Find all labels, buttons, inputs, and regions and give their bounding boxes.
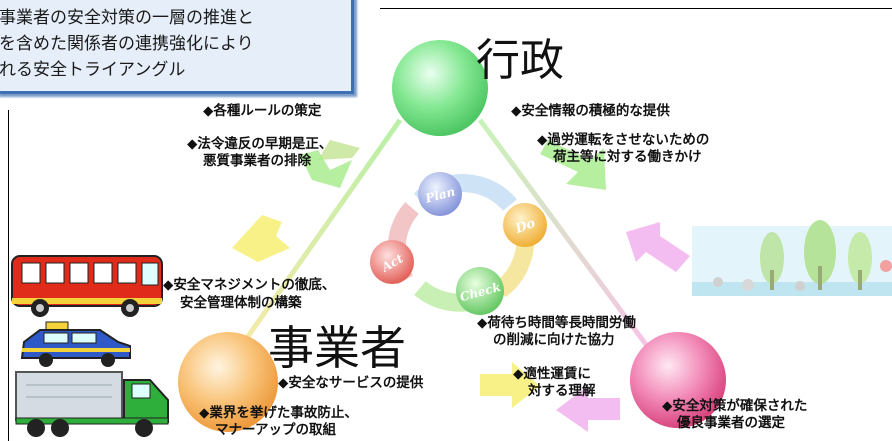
label-overwork-line-2: 荷主等に対する働きかけ: [553, 149, 702, 165]
label-law-line-2: 悪質事業者の排除: [203, 153, 311, 169]
callout-line-3: れる安全トライアングル: [0, 60, 186, 80]
callout-box: 事業者の安全対策の一層の推進と を含めた関係者の連携強化により れる安全トライア…: [0, 0, 354, 94]
do-circle: [503, 203, 547, 247]
label-mgmt-line-2: 安全管理体制の構築: [180, 295, 302, 311]
arrow-shipper-to-gyosei: [626, 222, 690, 272]
frame-top-line: [380, 8, 892, 9]
act-circle: [370, 240, 414, 284]
check-circle: [456, 267, 504, 315]
label-fare-line-2: 対する理解: [528, 383, 596, 399]
park-scene-image: [692, 220, 892, 296]
label-mgmt-line-1: ◆安全マネジメントの徹底、: [163, 277, 336, 293]
arrow-jigyosha-to-shipper: [480, 362, 540, 408]
taxi-icon: [20, 321, 131, 367]
do-label: Do: [513, 216, 538, 237]
label-selection-line-1: ◆安全対策が確保された: [662, 398, 808, 414]
frame-left-line: [8, 110, 9, 441]
label-law-line-1: ◆法令違反の早期是正、: [187, 136, 333, 152]
label-waiting-line-2: の削減に向けた協力: [493, 332, 615, 348]
arrow-shipper-to-jigyosha: [556, 386, 620, 432]
bus-icon: [11, 255, 163, 317]
label-selection-line-2: 優良事業者の選定: [677, 415, 785, 431]
label-waiting-line-1: ◆荷待ち時間等長時間労働: [477, 315, 636, 331]
truck-icon: [15, 371, 169, 437]
left-edge: [232, 118, 403, 357]
arrow-jigyosha-to-gyosei: [232, 215, 290, 262]
callout-line-2: を含めた関係者の連携強化により: [0, 34, 254, 54]
label-service: ◆安全なサービスの提供: [278, 375, 424, 391]
label-industry-line-2: マナーアップの取組: [215, 422, 336, 438]
gyosei-title: 行政: [476, 35, 564, 86]
gyosei-node: [392, 40, 488, 136]
jigyosha-title: 事業者: [268, 321, 406, 375]
label-overwork-line-1: ◆過労運転をさせないための: [537, 132, 710, 148]
right-edge: [477, 118, 653, 352]
plan-circle: [418, 172, 462, 216]
label-industry-line-1: ◆業界を挙げた事故防止、: [199, 405, 358, 421]
label-safety-info: ◆安全情報の積極的な提供: [511, 103, 670, 119]
arrow-gyosei-to-jigyosha: [300, 140, 360, 188]
shipper-node: [630, 332, 726, 428]
callout-line-1: 事業者の安全対策の一層の推進と: [0, 8, 254, 28]
arrow-gyosei-to-shipper: [540, 140, 606, 190]
label-rules: ◆各種ルールの策定: [203, 103, 322, 119]
label-fare-line-1: ◆適性運賃に: [513, 366, 591, 382]
pdca-cycle: Plan Do Check Act: [370, 172, 547, 315]
jigyosha-node: [178, 332, 278, 432]
